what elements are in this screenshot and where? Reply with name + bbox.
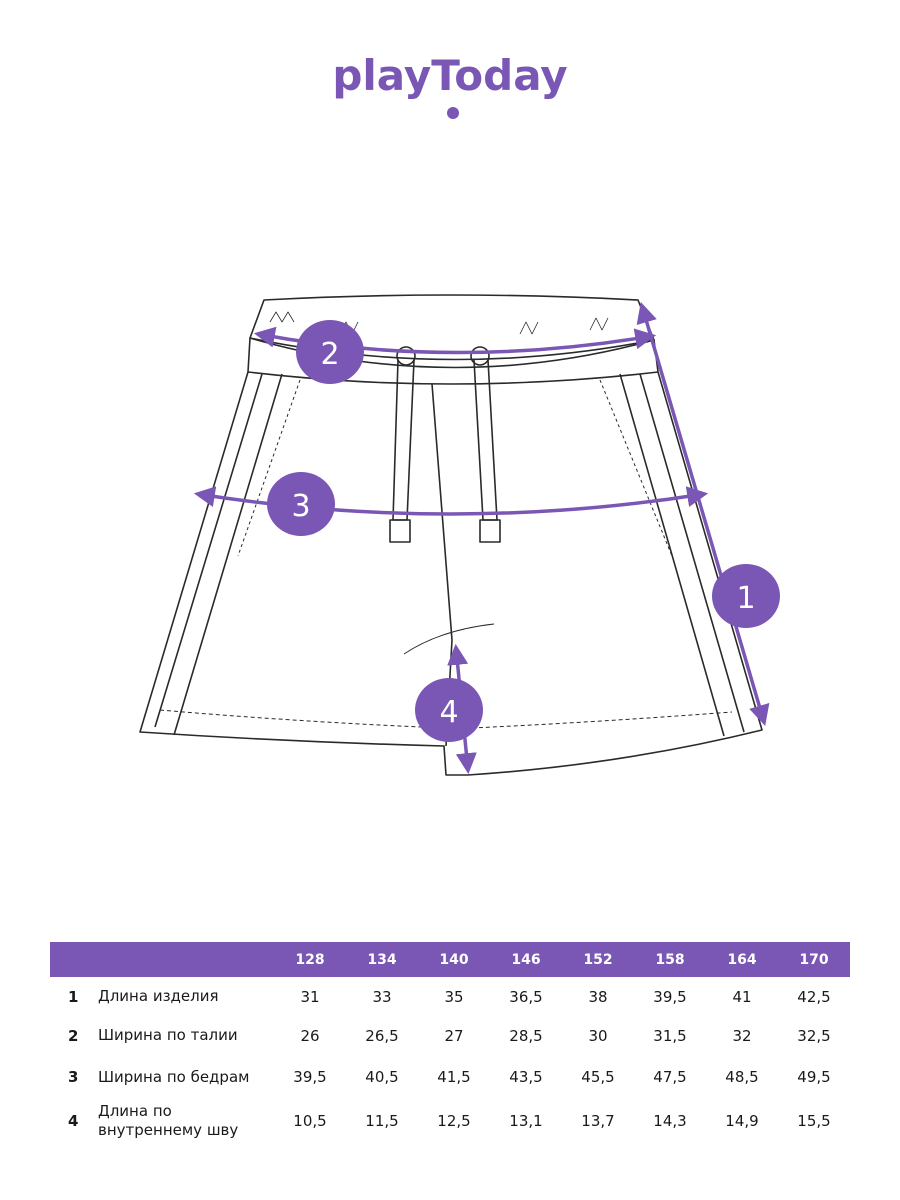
table-cell: 10,5 — [293, 1112, 327, 1130]
shorts-drawing: 1 2 3 4 — [139, 294, 780, 776]
table-cell: 39,5 — [653, 987, 687, 1006]
size-header: 134 — [367, 951, 397, 968]
table-row: 3 Ширина по бедрам 39,5 40,5 41,5 43,5 4… — [50, 1055, 850, 1099]
size-header: 158 — [655, 951, 685, 968]
callout-3-label: 3 — [291, 489, 310, 524]
row-number: 2 — [68, 1026, 79, 1045]
left-pocket — [237, 379, 301, 557]
table-cell: 32,5 — [797, 1026, 831, 1045]
table-row: 4 Длина по внутреннему шву 10,5 11,5 12,… — [50, 1099, 850, 1143]
size-header: 170 — [799, 951, 829, 968]
right-stripe — [619, 373, 745, 737]
table-cell: 40,5 — [365, 1068, 399, 1086]
size-header: 146 — [511, 951, 541, 968]
table-cell: 49,5 — [797, 1068, 831, 1086]
callout-1-label: 1 — [736, 581, 755, 616]
table-cell: 26 — [300, 1026, 320, 1045]
table-cell: 43,5 — [509, 1068, 543, 1086]
table-cell: 47,5 — [653, 1068, 687, 1086]
left-stripe — [154, 373, 283, 736]
callout-4-label: 4 — [439, 695, 458, 730]
table-cell: 32 — [732, 1026, 752, 1045]
table-cell: 28,5 — [509, 1026, 543, 1045]
callout-2: 2 — [296, 320, 364, 384]
row-label: Длина по внутреннему шву — [98, 1102, 239, 1139]
table-cell: 36,5 — [509, 987, 543, 1006]
table-cell: 14,3 — [653, 1112, 687, 1130]
length-line — [636, 301, 770, 727]
row-label: Ширина по талии — [98, 1026, 238, 1044]
row-number: 4 — [68, 1112, 79, 1130]
row-number: 3 — [68, 1068, 79, 1086]
left-aglet — [389, 519, 411, 543]
callout-4: 4 — [415, 678, 483, 742]
logo-wordmark: playToday — [332, 51, 567, 100]
table-cell: 27 — [444, 1026, 464, 1045]
size-header-row: 128 134 140 146 152 158 164 170 — [50, 942, 850, 977]
table-cell: 31,5 — [653, 1026, 687, 1045]
size-header: 164 — [727, 951, 757, 968]
table-cell: 38 — [588, 987, 608, 1006]
table-cell: 13,7 — [581, 1112, 615, 1130]
table-cell: 45,5 — [581, 1068, 615, 1086]
table-cell: 14,9 — [725, 1112, 759, 1130]
table-cell: 11,5 — [365, 1112, 399, 1130]
table-cell: 41,5 — [437, 1068, 471, 1086]
row-label: Длина изделия — [98, 987, 219, 1005]
row-label: Ширина по бедрам — [98, 1067, 250, 1086]
callout-1: 1 — [712, 564, 780, 628]
table-cell: 26,5 — [365, 1026, 399, 1045]
table-cell: 33 — [372, 987, 392, 1006]
table-cell: 13,1 — [509, 1112, 543, 1130]
callout-2-label: 2 — [320, 337, 339, 372]
size-header: 128 — [295, 951, 325, 968]
table-cell: 30 — [588, 1026, 608, 1045]
table-cell: 35 — [444, 987, 464, 1006]
table-cell: 39,5 — [293, 1068, 327, 1086]
table-cell: 31 — [300, 987, 320, 1006]
right-pocket — [599, 379, 673, 557]
table-cell: 12,5 — [437, 1112, 471, 1130]
shorts-body — [139, 371, 763, 776]
right-aglet — [479, 519, 501, 543]
logo-dot-icon — [447, 107, 459, 119]
callout-3: 3 — [267, 472, 335, 536]
size-header: 140 — [439, 951, 469, 968]
crotch-curve — [403, 623, 495, 655]
brand-logo: playToday — [0, 50, 900, 130]
table-cell: 41 — [732, 987, 752, 1006]
table-cell: 42,5 — [797, 987, 831, 1006]
row-number: 1 — [68, 987, 79, 1006]
shorts-measurement-diagram: 1 2 3 4 — [0, 260, 900, 800]
table-cell: 48,5 — [725, 1068, 759, 1086]
table-cell: 15,5 — [797, 1112, 831, 1130]
size-header: 152 — [583, 951, 613, 968]
size-table: 128 134 140 146 152 158 164 170 1 Длина … — [50, 942, 850, 1143]
table-row: 2 Ширина по талии 26 26,5 27 28,5 30 31,… — [50, 1016, 850, 1055]
table-row: 1 Длина изделия 31 33 35 36,5 38 39,5 41… — [50, 977, 850, 1016]
